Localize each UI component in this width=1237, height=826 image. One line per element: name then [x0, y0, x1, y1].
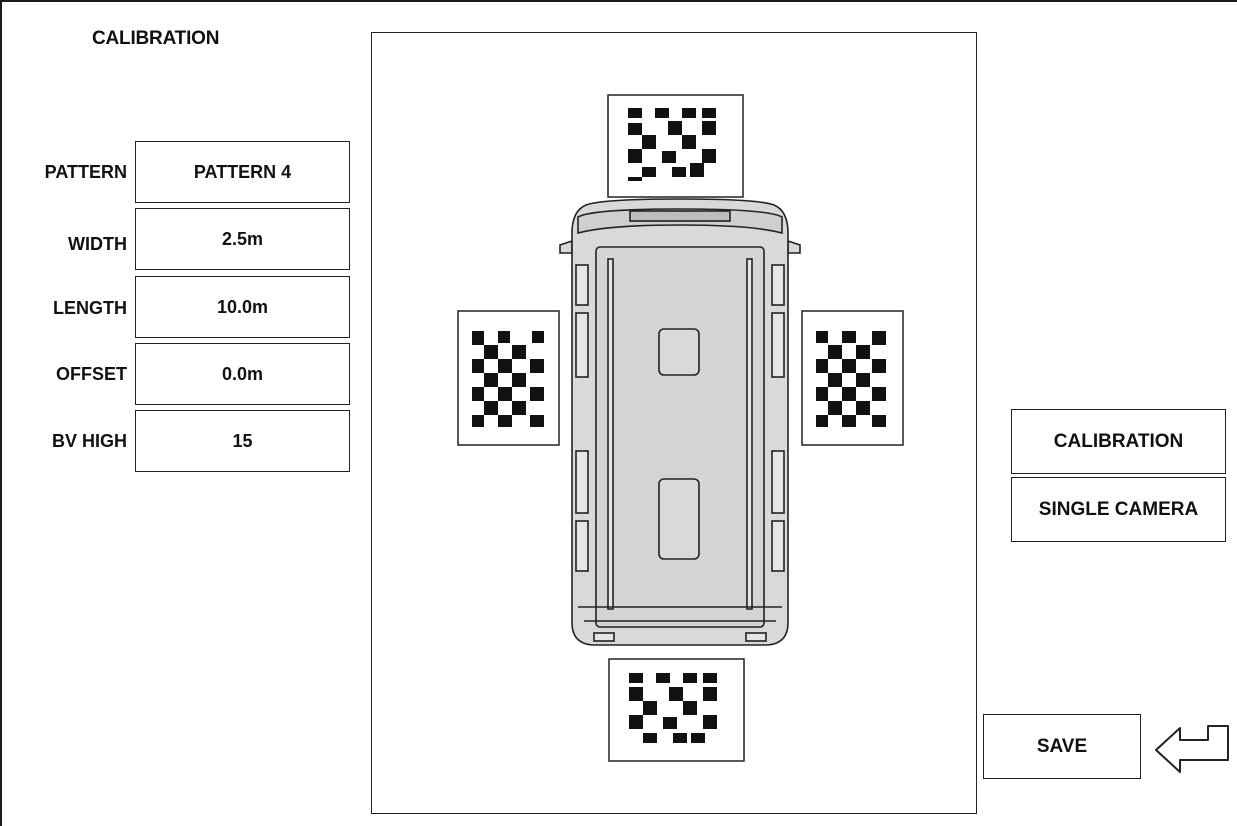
return-arrow-icon[interactable] — [1152, 718, 1232, 778]
save-button[interactable]: SAVE — [983, 714, 1141, 779]
vehicle-body — [559, 198, 801, 646]
length-label: LENGTH — [53, 298, 127, 318]
single-camera-button[interactable]: SINGLE CAMERA — [1011, 477, 1226, 542]
vehicle-top-view-icon — [457, 94, 904, 762]
pattern-field[interactable]: PATTERN 4 — [135, 141, 350, 203]
calibration-button[interactable]: CALIBRATION — [1011, 409, 1226, 474]
right-target-icon — [801, 310, 904, 446]
birds-eye-view-panel — [371, 32, 977, 814]
rear-target-icon — [608, 658, 745, 762]
offset-field[interactable]: 0.0m — [135, 343, 350, 405]
front-target-icon — [607, 94, 744, 198]
offset-label: OFFSET — [56, 364, 127, 384]
left-target-icon — [457, 310, 560, 446]
bv-high-field[interactable]: 15 — [135, 410, 350, 472]
pattern-label: PATTERN — [44, 162, 127, 182]
bv-high-label: BV HIGH — [51, 431, 127, 451]
width-label: WIDTH — [68, 234, 127, 254]
length-field[interactable]: 10.0m — [135, 276, 350, 338]
width-field[interactable]: 2.5m — [135, 208, 350, 270]
page-title: CALIBRATION — [92, 28, 220, 49]
